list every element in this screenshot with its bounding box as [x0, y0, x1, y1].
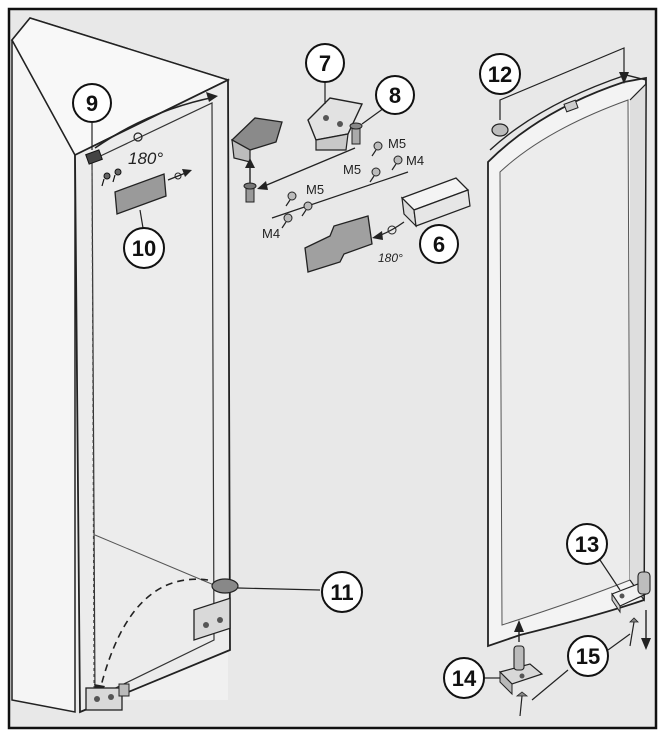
callout-15: 15: [567, 635, 609, 677]
vertical-guide: [91, 169, 95, 691]
callout-10: 10: [123, 227, 165, 269]
screw-m5-lower-b: [301, 201, 313, 217]
top-move-arrowhead: [206, 92, 218, 102]
screw-m5-middle: [369, 167, 381, 183]
callout-15-text: 15: [576, 644, 600, 669]
screw-m4-upper: [391, 155, 403, 171]
door: [487, 47, 651, 650]
cabinet-front-face: [74, 78, 231, 714]
label-m4-b: M4: [262, 226, 280, 241]
part-13-door-bracket: [611, 571, 651, 614]
cabinet-floor-line: [94, 534, 215, 586]
screw-m5-upper: [371, 141, 383, 157]
part-9-cover: [85, 149, 122, 187]
cover-rotation-label: 180°: [378, 251, 403, 265]
bolt-transfer-line: [261, 147, 356, 188]
callout-10-text: 10: [132, 236, 156, 261]
part-14-up-arrowhead: [514, 620, 524, 632]
cabinet-left-side: [11, 39, 76, 713]
screw-m4-lower: [281, 213, 293, 229]
part-15-leader-a: [531, 669, 569, 701]
cabinet-rotation-label: 180°: [128, 149, 163, 168]
part-12-cap: [491, 123, 509, 137]
callout-7: 7: [305, 43, 345, 83]
callout-8-text: 8: [389, 83, 401, 108]
part-8-bolt-head: [349, 122, 363, 130]
cabinet: 180°: [10, 17, 321, 714]
top-move-arrow: [94, 96, 216, 149]
part-10-arrowhead: [182, 169, 192, 177]
label-m5-a: M5: [388, 136, 406, 151]
part-7-hole-a: [323, 115, 329, 121]
door-side-thickness: [629, 82, 647, 602]
callout-13-text: 13: [575, 532, 599, 557]
bolt-transfer-arrowhead: [257, 181, 268, 190]
callout-14-text: 14: [452, 666, 477, 691]
callout-8: 8: [375, 75, 415, 115]
top-hole: [133, 132, 143, 142]
part-10-rotate-mark: [174, 172, 182, 180]
callout-6: 6: [419, 224, 459, 264]
part-13-leader: [599, 559, 621, 591]
door-top-notch: [563, 99, 579, 113]
callout-12: 12: [479, 53, 521, 95]
part-6-rotate-mark: [387, 225, 397, 235]
screw-guide-line: [271, 171, 409, 219]
part-15-leader-b: [607, 633, 631, 651]
part-7-bracket-side: [315, 133, 349, 151]
part-13-down-arrowhead: [641, 638, 651, 650]
cabinet-inner-frame: [91, 102, 215, 699]
part-10-leader: [139, 209, 144, 229]
bottom-hinge-move-arrow: [99, 578, 209, 691]
part-12-leader: [499, 47, 625, 120]
screw-m5-lower-a: [285, 191, 297, 207]
part-11-leader: [237, 587, 321, 591]
part-8-leader: [361, 107, 385, 125]
part-6-cover: 180°: [304, 177, 471, 273]
callout-11: 11: [321, 571, 363, 613]
label-m5-c: M5: [306, 182, 324, 197]
screw-up-arrowhead: [245, 158, 255, 168]
callout-11-text: 11: [330, 580, 353, 605]
part-11-bottom-hinge: [193, 578, 239, 641]
part-15-screw-bottom: [515, 691, 529, 717]
bottom-left-hinge-new: [85, 683, 130, 711]
hinge-pin-head: [243, 182, 257, 190]
callout-9: 9: [72, 83, 112, 123]
label-m4-a: M4: [406, 153, 424, 168]
door-top-edge: [489, 74, 647, 151]
part-6-cover-front: [413, 189, 471, 227]
callout-7-text: 7: [319, 51, 331, 76]
part-7-bracket: [307, 97, 364, 141]
callout-14: 14: [443, 657, 485, 699]
part-14-hinge-pin: [498, 645, 544, 696]
part-15-screw-top: [629, 617, 639, 647]
callout-12-text: 12: [488, 62, 512, 87]
label-m5-b: M5: [343, 162, 361, 177]
part-6-cover-gray: [304, 215, 373, 273]
part-7-hole-b: [337, 121, 343, 127]
part-10-cover-plate: [114, 173, 167, 215]
door-inner-face: [499, 99, 631, 626]
callout-6-text: 6: [433, 232, 445, 257]
callout-9-text: 9: [86, 91, 98, 116]
callout-13: 13: [566, 523, 608, 565]
top-hinge-parts: [230, 80, 385, 203]
part-12-arrowhead: [619, 72, 629, 84]
part-6-arrowhead: [372, 231, 383, 240]
screws: M5 M5 M4 M5 M4: [262, 136, 424, 241]
